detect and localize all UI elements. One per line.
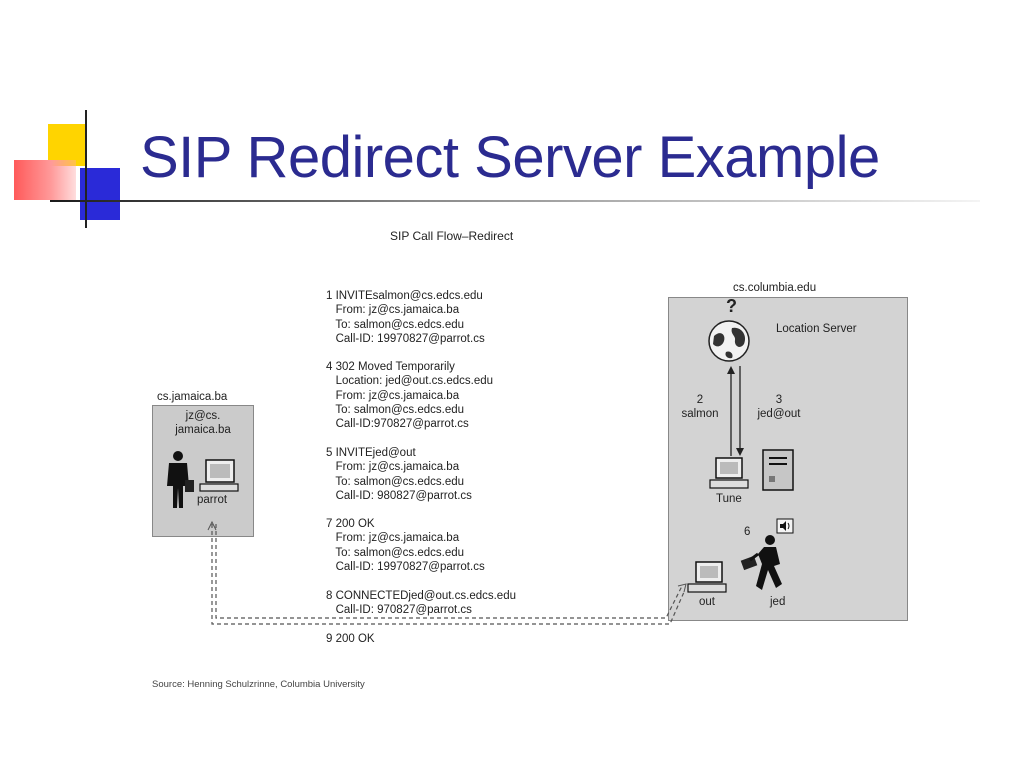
title-underline	[50, 200, 980, 202]
message-1-invite: 1 INVITEsalmon@cs.edcs.edu From: jz@cs.j…	[326, 290, 485, 345]
left-domain-label: cs.jamaica.ba	[157, 391, 228, 403]
lookup-arrows	[727, 366, 744, 456]
decor-vertical-line	[85, 110, 87, 228]
media-path-dashed	[207, 520, 687, 625]
step-2-salmon-label: 2 salmon	[681, 394, 719, 420]
server-tower-icon	[762, 449, 794, 491]
message-8-connected: 8 CONNECTEDjed@out.cs.edcs.edu Call-ID: …	[326, 590, 516, 617]
jed-host-label: jed	[770, 596, 786, 608]
step-6-label: 6	[744, 526, 751, 538]
location-server-globe-icon	[708, 320, 750, 362]
source-credit: Source: Henning Schulzrinne, Columbia Un…	[152, 679, 365, 690]
out-host-label: out	[699, 596, 715, 608]
parrot-computer-icon	[199, 459, 239, 492]
diagram-title: SIP Call Flow–Redirect	[390, 229, 514, 243]
question-mark-label: ?	[726, 296, 737, 316]
decor-yellow-square	[48, 124, 86, 166]
speaker-icon	[776, 518, 794, 534]
step-3-jed-label: 3 jed@out	[757, 394, 801, 420]
jed-person-icon	[740, 535, 782, 590]
message-5-invite: 5 INVITEjed@out From: jz@cs.jamaica.ba T…	[326, 447, 472, 502]
tune-host-label: Tune	[716, 493, 742, 505]
message-4-moved: 4 302 Moved Temporarily Location: jed@ou…	[326, 361, 494, 431]
message-7-ok: 7 200 OK From: jz@cs.jamaica.ba To: salm…	[326, 518, 485, 573]
right-domain-label: cs.columbia.edu	[733, 282, 817, 294]
tune-computer-icon	[709, 457, 749, 489]
out-computer-icon	[687, 561, 727, 593]
slide-title: SIP Redirect Server Example	[140, 125, 880, 190]
caller-user-label: jz@cs. jamaica.ba	[175, 410, 231, 436]
message-9-ok: 9 200 OK	[326, 633, 375, 645]
parrot-host-label: parrot	[197, 494, 228, 506]
decor-red-bar	[14, 160, 76, 200]
location-server-label: Location Server	[776, 323, 857, 335]
caller-person-icon	[167, 451, 194, 508]
